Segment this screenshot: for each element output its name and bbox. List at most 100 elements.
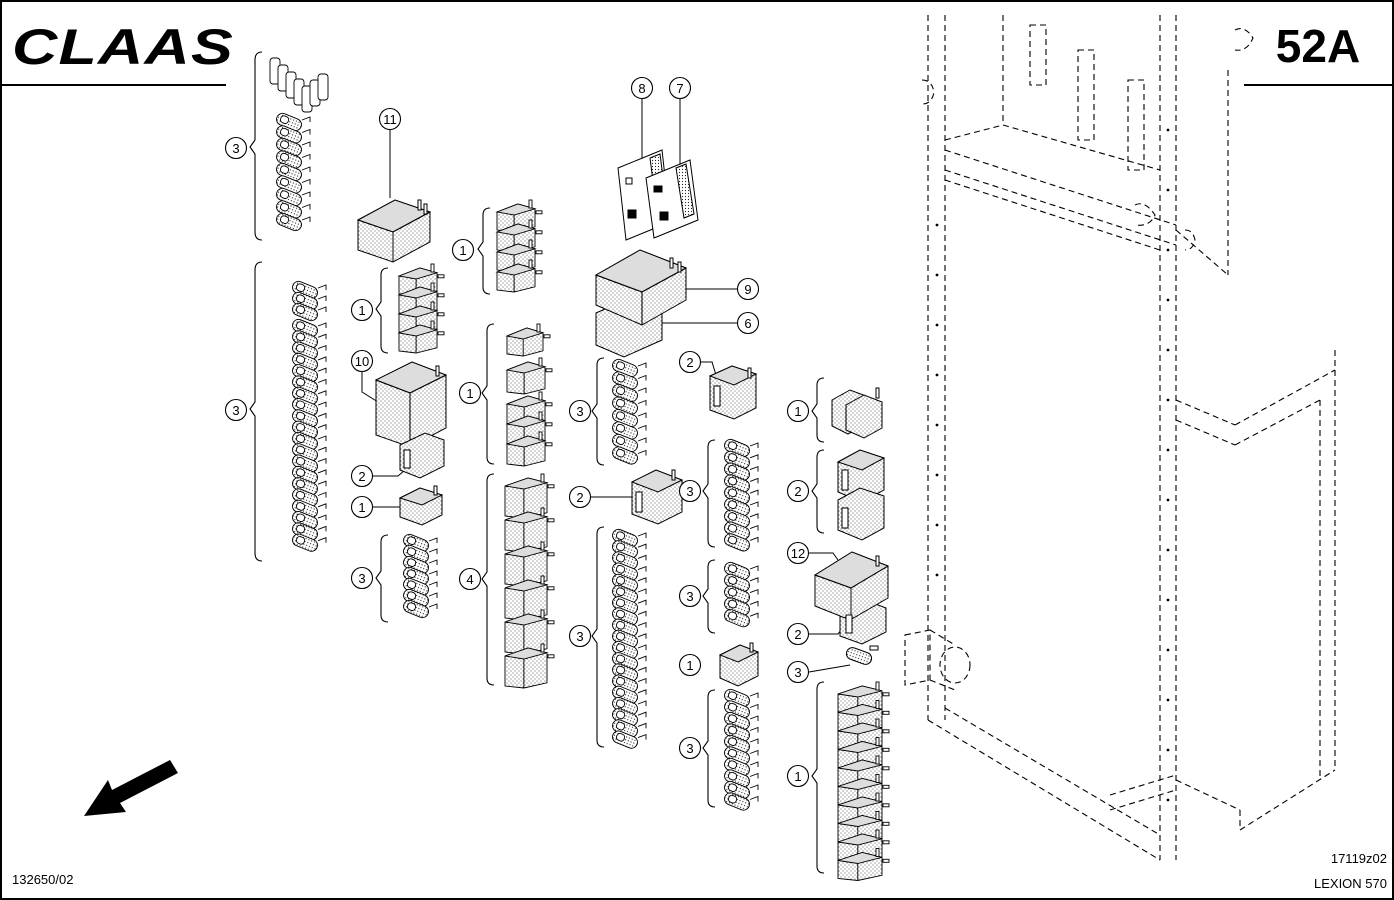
fuse (724, 462, 759, 481)
footer-left-code: 132650/02 (12, 872, 73, 887)
relay (495, 239, 543, 273)
callout-number: 1 (686, 658, 693, 673)
callout-c13: 7 (668, 76, 692, 100)
fuse (292, 533, 327, 552)
fuse (724, 486, 759, 505)
relay-large-9-6 (594, 249, 688, 358)
fuse (724, 521, 759, 540)
callout-c19: 2 (568, 485, 592, 509)
fuse-single-3 (845, 645, 879, 665)
relay (505, 357, 553, 395)
relay (505, 323, 551, 357)
fuse (276, 212, 311, 232)
fuse (724, 533, 759, 552)
fuse (276, 125, 311, 144)
leader-lines (361, 98, 851, 673)
fuse (292, 522, 327, 541)
fuse (724, 573, 759, 592)
relay (397, 320, 445, 354)
relay-large-10 (374, 361, 448, 479)
relay (504, 541, 555, 587)
fuse-group-top-left (269, 57, 329, 113)
frame-rivets (935, 128, 1170, 802)
relay-large-11 (356, 199, 432, 263)
fuse (612, 640, 647, 660)
footer-model: LEXION 570 (1314, 876, 1387, 891)
fuse (292, 330, 327, 349)
fuse (612, 685, 647, 704)
callout-c22: 1 (678, 653, 702, 677)
fuse (276, 112, 311, 132)
relay (505, 431, 553, 467)
callout-number: 2 (686, 355, 693, 370)
fuse (612, 540, 647, 559)
relay-stacks (397, 199, 890, 881)
callout-c12: 8 (630, 76, 654, 100)
fuse (612, 433, 647, 453)
fuse (724, 438, 759, 458)
callout-number: 10 (355, 354, 369, 369)
fuse (724, 792, 759, 811)
callout-c24: 1 (786, 399, 810, 423)
callout-number: 3 (576, 629, 583, 644)
callout-c6: 10 (350, 349, 374, 373)
callout-number: 1 (358, 500, 365, 515)
relay (504, 575, 555, 621)
callout-c26: 12 (786, 541, 810, 565)
callout-number: 3 (232, 403, 239, 418)
relay-small-2a (708, 365, 758, 420)
vehicle-frame-outline (904, 15, 1336, 861)
fuse (292, 420, 327, 439)
callout-c28: 3 (786, 660, 810, 684)
callout-c5: 1 (350, 298, 374, 322)
fuse (292, 364, 327, 383)
header-brand: CLAAS (0, 19, 234, 86)
relay (837, 848, 890, 881)
callout-c14: 9 (736, 277, 760, 301)
fuse (292, 291, 327, 311)
callout-number: 3 (232, 141, 239, 156)
callout-number: 2 (794, 627, 801, 642)
brand-logo: CLAAS (12, 19, 234, 75)
fuse (724, 769, 759, 788)
direction-arrow-icon (84, 760, 178, 816)
callout-number: 3 (794, 665, 801, 680)
callout-c9: 3 (350, 566, 374, 590)
callout-number: 8 (638, 81, 645, 96)
fuse (612, 562, 647, 581)
callout-c21: 3 (678, 584, 702, 608)
callout-c29: 1 (786, 764, 810, 788)
callout-number: 1 (358, 303, 365, 318)
footer-drawing-code: 17119z02 (1331, 851, 1387, 866)
fuse (292, 302, 327, 322)
fuse (292, 488, 327, 507)
callout-number: 1 (794, 404, 801, 419)
fuse (403, 599, 438, 619)
fuse (612, 708, 647, 727)
callout-number: 3 (576, 404, 583, 419)
callout-c7: 2 (350, 464, 374, 488)
relay (495, 259, 543, 293)
fuse-stacks (276, 112, 759, 811)
callout-c8: 1 (350, 495, 374, 519)
callout-number: 1 (794, 769, 801, 784)
fuse (292, 454, 327, 473)
callout-number: 7 (676, 81, 683, 96)
relay-single-1b (718, 642, 760, 687)
callout-number: 4 (466, 572, 473, 587)
fuse (403, 555, 438, 575)
fuse (724, 700, 759, 719)
callout-c3: 11 (378, 107, 402, 131)
callout-c25: 2 (786, 479, 810, 503)
callout-c1: 3 (224, 136, 248, 160)
callout-c11: 4 (458, 567, 482, 591)
fuse (403, 577, 438, 597)
fuse (276, 187, 311, 207)
callout-c2: 3 (224, 398, 248, 422)
fuse (612, 446, 647, 465)
callout-number: 1 (466, 386, 473, 401)
relay-large-12 (813, 551, 890, 645)
fuse (292, 511, 327, 530)
